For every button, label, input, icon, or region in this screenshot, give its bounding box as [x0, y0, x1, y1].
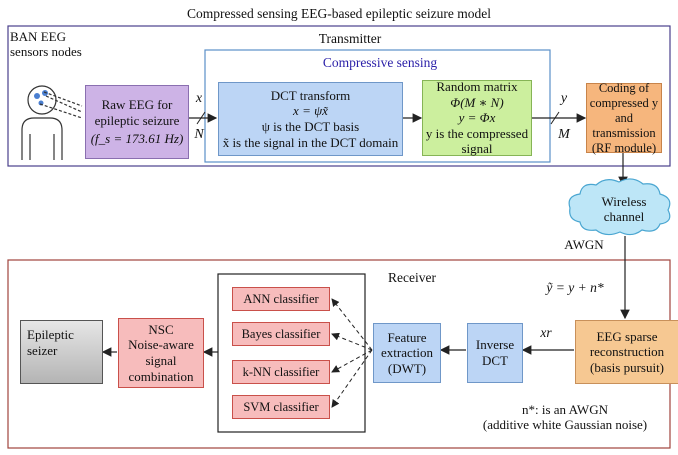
dct-transform-box: DCT transform x = ψx̃ ψ is the DCT basis… — [218, 82, 403, 156]
classifier-ann-label: ANN classifier — [243, 291, 319, 306]
raw-eeg-line-2: epileptic seizure — [94, 112, 180, 128]
inverse-dct-box: Inverse DCT — [467, 323, 523, 383]
transmitter-label: Transmitter — [318, 31, 382, 46]
inverse-line-1: Inverse — [475, 337, 515, 353]
transmitter-frame — [7, 25, 671, 167]
compressive-sensing-label: Compressive sensing — [322, 55, 438, 70]
random-matrix-box: Random matrix Φ(M ∗ N) y = Φx y is the c… — [422, 79, 532, 157]
wireless-line-2: channel — [603, 208, 645, 224]
arrow-y-label: y — [560, 91, 568, 106]
random-line-1: Random matrix — [436, 79, 518, 95]
classifier-knn-label: k-NN classifier — [242, 364, 320, 379]
noise-note: n*: is an AWGN (additive white Gaussian … — [460, 402, 670, 433]
classifier-bayes: Bayes classifier — [232, 322, 330, 346]
feature-line-2: extraction — [381, 345, 433, 361]
noise-note-line-2: (additive white Gaussian noise) — [482, 416, 648, 432]
arrow-x-label: x — [195, 91, 203, 106]
wireless-line-1: Wireless — [601, 194, 647, 209]
sensor-label-line-2: sensors nodes — [10, 43, 82, 59]
raw-eeg-box: Raw EEG for epileptic seizure (f_s = 173… — [85, 85, 189, 159]
sparse-line-1: EEG sparse — [596, 328, 658, 344]
sparse-line-3: (basis pursuit) — [589, 359, 665, 375]
random-line-5: signal — [461, 141, 493, 157]
random-line-2: Φ(M ∗ N) — [450, 94, 504, 110]
wireless-channel-label: Wireless channel — [588, 194, 660, 225]
feature-extraction-box: Feature extraction (DWT) — [373, 323, 441, 383]
arrow-n-label: N — [194, 127, 204, 142]
eeg-sparse-reconstruction-box: EEG sparse reconstruction (basis pursuit… — [575, 320, 678, 384]
coding-line-1: Coding of — [598, 80, 650, 95]
xr-label: xr — [540, 325, 552, 340]
dct-line-3: ψ is the DCT basis — [261, 119, 360, 134]
nsc-combination-box: NSC Noise-aware signal combination — [118, 318, 204, 388]
classifier-svm-label: SVM classifier — [243, 399, 319, 414]
person-sensor-icon — [21, 85, 83, 160]
random-line-4: y is the compressed — [425, 125, 529, 141]
output-line-2: seizer — [27, 342, 58, 358]
arrow-m-label: M — [558, 127, 570, 142]
compressive-sensing-frame — [204, 49, 551, 163]
sparse-line-2: reconstruction — [589, 344, 665, 360]
sensor-label: BAN EEG sensors nodes — [10, 29, 90, 60]
output-line-1: Epileptic — [27, 327, 74, 342]
epileptic-seizer-output-box: Epileptic seizer — [20, 320, 103, 384]
inverse-line-2: DCT — [482, 353, 508, 368]
coding-line-4: transmission — [592, 125, 656, 140]
wireless-channel-cloud — [568, 178, 671, 236]
coding-line-5: (RF module) — [591, 140, 657, 155]
noise-note-line-1: n*: is an AWGN — [522, 402, 608, 417]
dct-line-2: x = ψx̃ — [293, 103, 328, 119]
sensor-label-line-1: BAN EEG — [10, 29, 66, 44]
raw-eeg-line-1: Raw EEG for — [101, 97, 173, 113]
classifier-knn: k-NN classifier — [232, 360, 330, 384]
classifier-svm: SVM classifier — [232, 395, 330, 419]
nsc-line-4: combination — [128, 368, 194, 384]
diagram-title: Compressed sensing EEG-based epileptic s… — [186, 6, 492, 21]
dct-line-1: DCT transform — [270, 87, 351, 103]
coding-line-3: and — [614, 110, 634, 125]
nsc-line-2: Noise-aware — [128, 337, 194, 353]
feature-line-1: Feature — [387, 329, 427, 345]
raw-eeg-line-3: (f_s = 173.61 Hz) — [90, 131, 184, 147]
classifier-group-frame — [217, 273, 366, 433]
feature-line-3: (DWT) — [387, 360, 427, 376]
classifier-bayes-label: Bayes classifier — [241, 326, 321, 341]
classifier-ann: ANN classifier — [232, 287, 330, 311]
random-line-3: y = Φx — [458, 110, 496, 126]
receiver-label: Receiver — [388, 270, 436, 285]
nsc-line-3: signal — [145, 353, 177, 368]
coding-line-2: compressed y — [589, 95, 659, 110]
received-formula: ỹ = y + n* — [546, 280, 604, 295]
nsc-line-1: NSC — [148, 321, 174, 337]
awgn-label: AWGN — [564, 237, 604, 252]
coding-transmission-box: Coding of compressed y and transmission … — [586, 80, 662, 155]
dct-line-4: x̃ is the signal in the DCT domain — [222, 134, 399, 150]
